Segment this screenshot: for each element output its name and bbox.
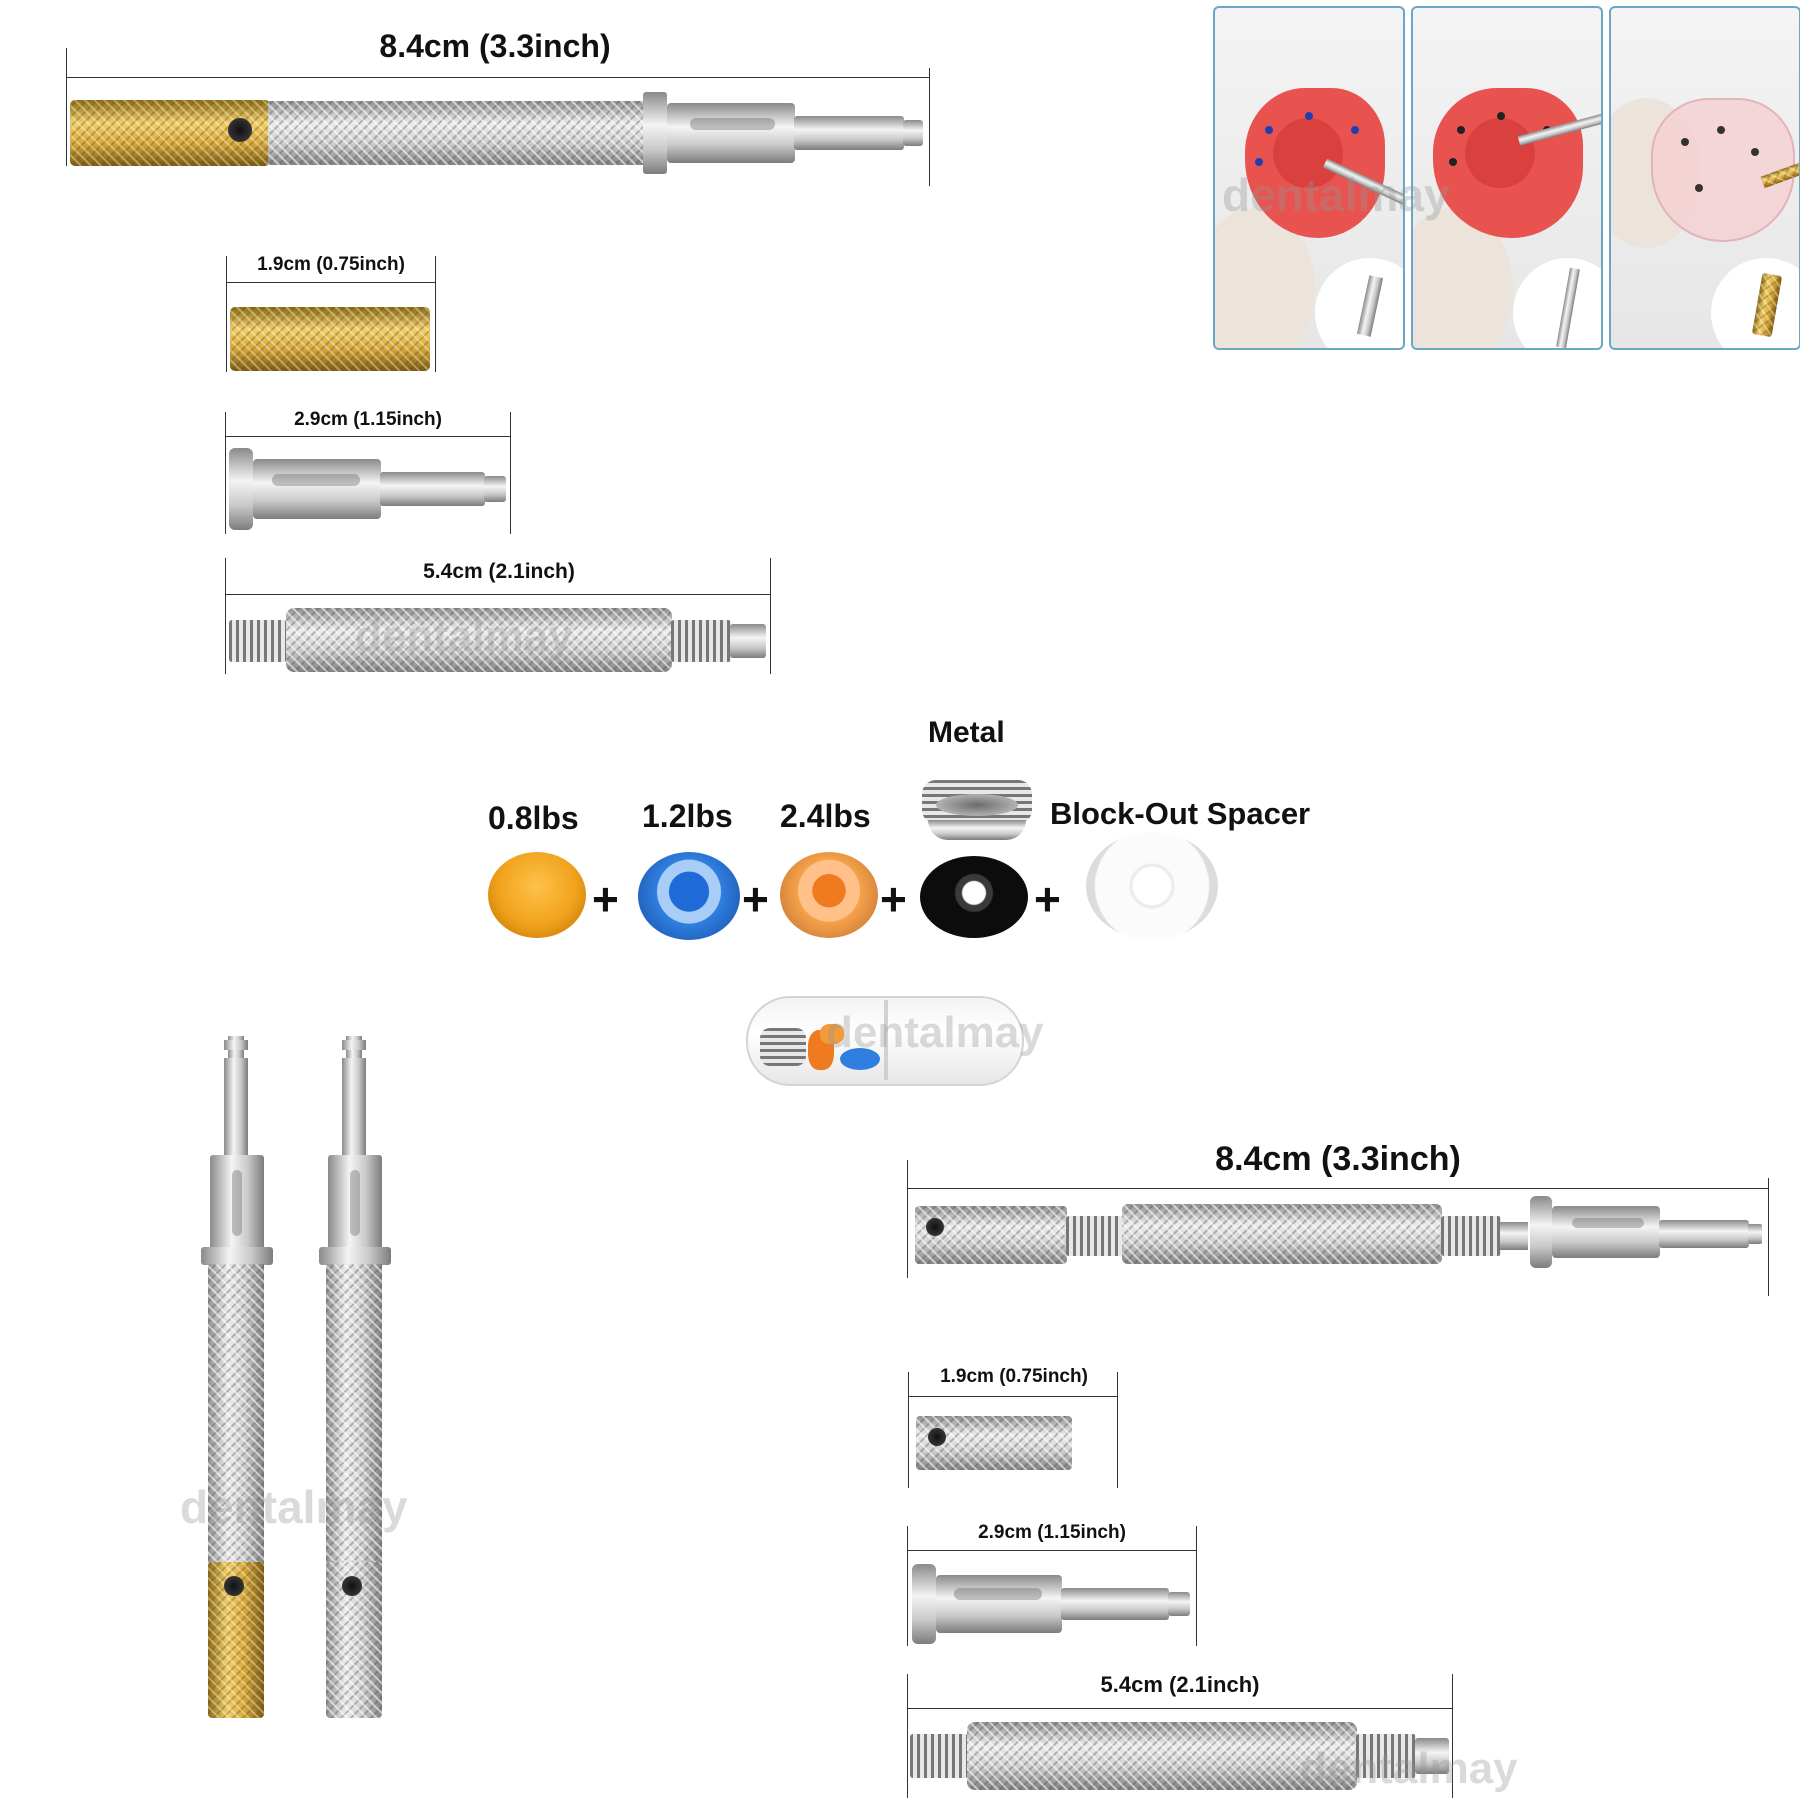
shaft-right-tick bbox=[770, 558, 771, 674]
plus-sign-2: + bbox=[742, 873, 769, 925]
sleeve-dimension-line-2 bbox=[908, 1396, 1118, 1397]
tip-left-tick bbox=[225, 412, 226, 534]
tip-length-label: 2.9cm (1.15inch) bbox=[294, 409, 442, 430]
shaft-watermark: dentalmay bbox=[355, 612, 573, 661]
plus-sign-3: + bbox=[880, 873, 907, 925]
shaft-length-label: 5.4cm (2.1inch) bbox=[423, 560, 575, 583]
cap-label-1-2lbs: 1.2lbs bbox=[642, 798, 733, 834]
full-length-right-tick bbox=[929, 68, 930, 186]
full-length-label: 8.4cm (3.3inch) bbox=[379, 28, 611, 64]
block-out-spacer-label: Block-Out Spacer bbox=[1050, 796, 1311, 831]
metal-label: Metal bbox=[928, 716, 1005, 749]
orange-retention-cap bbox=[488, 852, 586, 938]
sleeve-right-tick-2 bbox=[1117, 1372, 1118, 1488]
plus-sign-1: + bbox=[592, 873, 619, 925]
silver-sleeve-hole bbox=[928, 1428, 946, 1446]
white-block-out-spacer bbox=[1086, 832, 1218, 940]
full-length-dimension-line bbox=[66, 77, 930, 78]
tip-left-tick-2 bbox=[907, 1526, 908, 1646]
blue-retention-cap bbox=[638, 852, 740, 940]
tip-right-tick bbox=[510, 412, 511, 534]
sleeve-left-tick-2 bbox=[908, 1372, 909, 1488]
metal-housing bbox=[922, 776, 1032, 846]
full-length-label-2: 8.4cm (3.3inch) bbox=[1215, 1140, 1461, 1178]
cap-label-2-4lbs: 2.4lbs bbox=[780, 798, 871, 834]
bottom-right-watermark: dentalmay bbox=[1300, 1744, 1518, 1793]
black-processing-ring bbox=[920, 856, 1028, 938]
vertical-watermark: dentalmay bbox=[180, 1481, 408, 1533]
tip-right-tick-2 bbox=[1196, 1526, 1197, 1646]
shaft-left-tick bbox=[225, 558, 226, 674]
sleeve-right-tick bbox=[435, 256, 436, 372]
plus-sign-4: + bbox=[1034, 873, 1061, 925]
usage-panel-1 bbox=[1213, 6, 1405, 350]
sleeve-screw-hole bbox=[228, 118, 252, 142]
shaft-right-tick-2 bbox=[1452, 1674, 1453, 1798]
sleeve-length-label-2: 1.9cm (0.75inch) bbox=[940, 1366, 1088, 1387]
storage-capsule bbox=[746, 996, 1024, 1086]
shaft-left-tick-2 bbox=[907, 1674, 908, 1798]
full-length-left-tick-2 bbox=[907, 1160, 908, 1278]
usage-panel-3 bbox=[1609, 6, 1800, 350]
gold-sleeve bbox=[230, 307, 430, 371]
full-length-left-tick bbox=[66, 48, 67, 166]
tip-length-label-2: 2.9cm (1.15inch) bbox=[978, 1522, 1126, 1543]
sleeve-dimension-line bbox=[226, 282, 436, 283]
shaft-dimension-line-2 bbox=[907, 1708, 1453, 1709]
shaft-length-label-2: 5.4cm (2.1inch) bbox=[1100, 1672, 1260, 1697]
tip-dimension-line bbox=[225, 436, 511, 437]
full-length-dimension-line-2 bbox=[907, 1188, 1769, 1189]
sleeve-left-tick bbox=[226, 256, 227, 372]
pink-retention-cap bbox=[780, 852, 878, 938]
shaft-dimension-line bbox=[225, 594, 771, 595]
sleeve-length-label: 1.9cm (0.75inch) bbox=[257, 254, 405, 275]
usage-panel-2 bbox=[1411, 6, 1603, 350]
cap-label-0-8lbs: 0.8lbs bbox=[488, 800, 579, 836]
capsule-watermark: dentalmay bbox=[826, 1008, 1044, 1057]
full-length-right-tick-2 bbox=[1768, 1178, 1769, 1296]
photos-watermark: dentalmay bbox=[1222, 169, 1450, 221]
tip-dimension-line-2 bbox=[907, 1550, 1197, 1551]
